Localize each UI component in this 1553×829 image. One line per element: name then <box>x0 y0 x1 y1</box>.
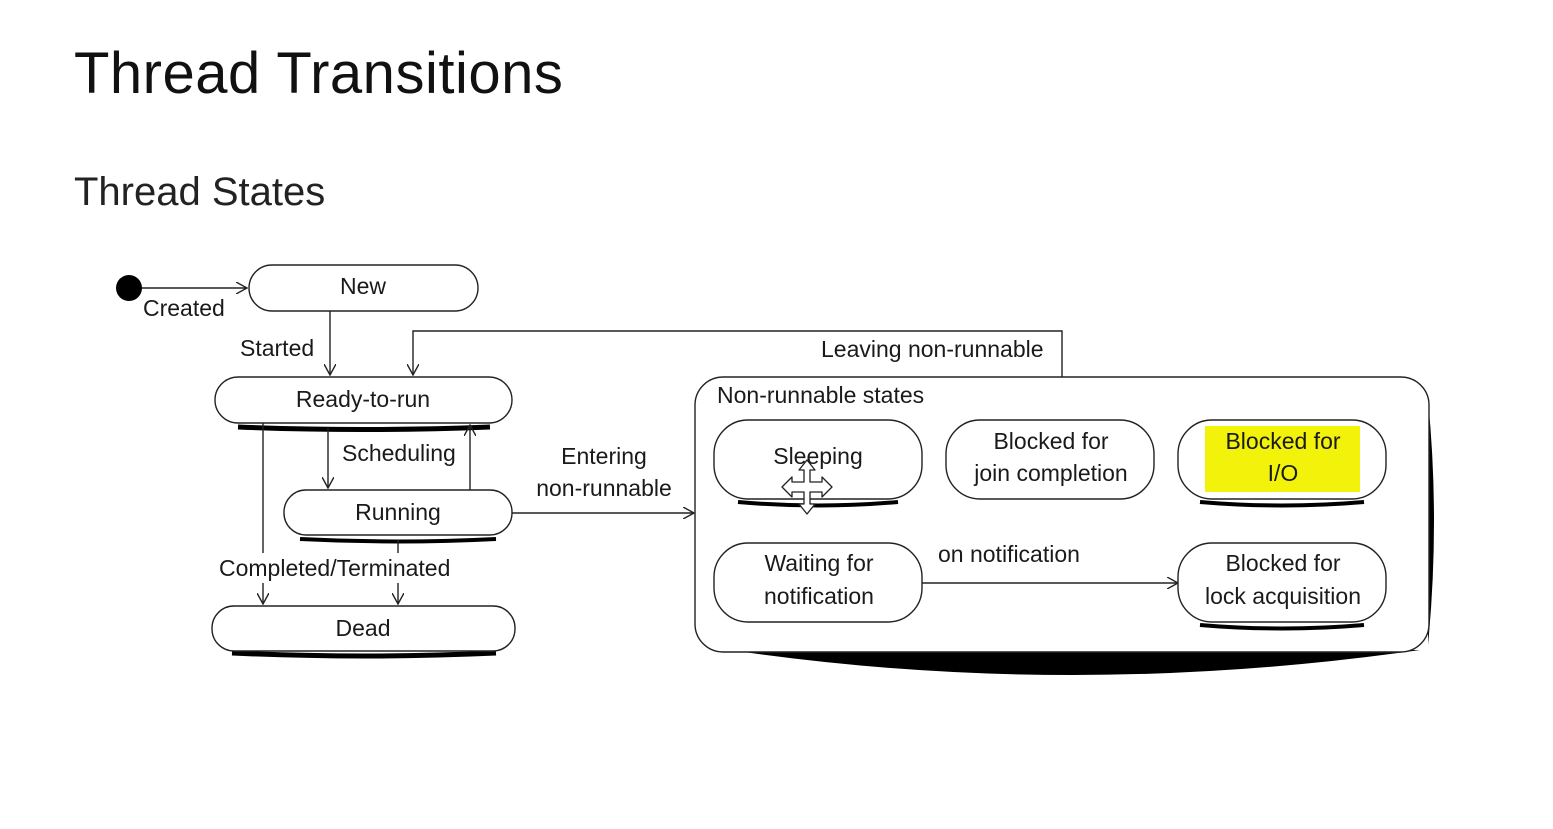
state-waiting-line1: Waiting for <box>764 550 873 576</box>
state-blocked-join-line1: Blocked for <box>993 428 1108 454</box>
leaving-label: Leaving non-runnable <box>821 336 1044 362</box>
leaving-arrow <box>413 330 1063 377</box>
created-label: Created <box>143 295 225 321</box>
state-dead-label: Dead <box>336 615 391 641</box>
state-blocked-io: Blocked for I/O <box>1177 419 1387 508</box>
state-waiting: Waiting for notification <box>713 542 923 623</box>
state-running: Running <box>283 489 513 544</box>
slide-title: Thread Transitions <box>74 41 564 106</box>
scheduling-label: Scheduling <box>342 440 456 466</box>
state-new: New <box>248 264 479 312</box>
initial-state-dot <box>116 275 142 301</box>
entering-label-line2: non-runnable <box>536 475 672 501</box>
state-ready-to-run: Ready-to-run <box>214 376 513 432</box>
non-runnable-title: Non-runnable states <box>717 382 924 408</box>
state-blocked-lock-line1: Blocked for <box>1225 550 1340 576</box>
move-cursor-icon <box>781 459 833 515</box>
state-running-label: Running <box>355 499 441 525</box>
state-sleeping-label: Sleeping <box>773 443 863 469</box>
state-waiting-line2: notification <box>764 583 874 609</box>
started-label: Started <box>240 335 314 361</box>
highlight-box <box>1205 426 1360 492</box>
on-notification-label: on notification <box>938 541 1080 567</box>
state-new-label: New <box>340 273 386 299</box>
state-ready-label: Ready-to-run <box>296 386 430 412</box>
state-blocked-join: Blocked for join completion <box>945 419 1155 500</box>
slide-subtitle: Thread States <box>74 170 326 214</box>
state-blocked-io-line1: Blocked for <box>1225 428 1340 454</box>
state-sleeping: Sleeping <box>713 419 923 508</box>
state-blocked-lock-line2: lock acquisition <box>1205 583 1361 609</box>
entering-label-line1: Entering <box>561 443 647 469</box>
state-blocked-io-line2: I/O <box>1268 460 1299 486</box>
state-dead: Dead <box>211 605 516 659</box>
completed-label: Completed/Terminated <box>219 555 450 581</box>
state-blocked-join-line2: join completion <box>973 460 1127 486</box>
state-blocked-lock: Blocked for lock acquisition <box>1177 542 1387 631</box>
